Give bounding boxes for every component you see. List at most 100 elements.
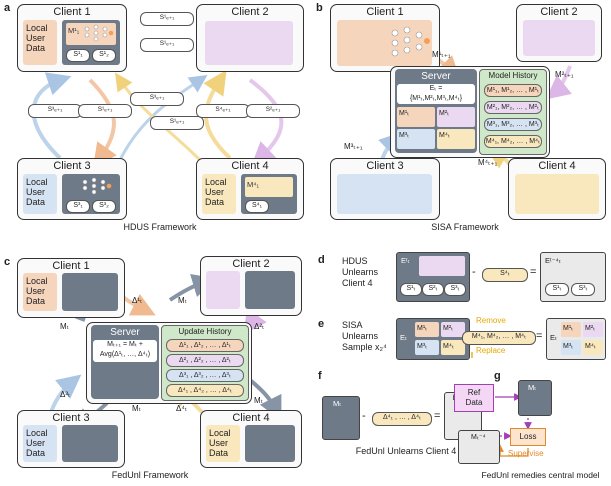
- panel-b-caption: SISA Framework: [431, 222, 499, 232]
- minus-sign: -: [362, 410, 366, 422]
- client-2-data: [205, 21, 293, 65]
- history-row: Δ¹₁ , Δ¹₂ , … , Δ¹ₜ: [166, 339, 244, 352]
- model-label: Mₜ: [528, 383, 537, 392]
- supervise-label: Supervise: [508, 449, 544, 458]
- server-formula: Eₜ ={M¹ₜ,M²ₜ,M³ₜ,M⁴ₜ}: [397, 84, 475, 104]
- client-title: Client 2: [231, 6, 269, 18]
- seed-chip: S²ₜ: [422, 283, 444, 296]
- panel-f-caption: FedUnl Unlearns Client 4: [355, 446, 457, 456]
- delta-chip: Δ⁴₁ , … , Δ⁴ₜ: [372, 412, 432, 426]
- model-label: M¹₁: [68, 26, 80, 35]
- server-formula: Mₜ₊₁ = Mₜ +Avg(Δ¹ₜ, …, Δ⁴ₜ): [93, 340, 157, 362]
- neural-net-icon: [84, 24, 114, 42]
- c-server: Server Mₜ₊₁ = Mₜ +Avg(Δ¹ₜ, …, Δ⁴ₜ) Updat…: [86, 322, 252, 404]
- panel-label-e: e: [318, 318, 325, 330]
- grid-model: M¹ₜ: [415, 322, 439, 337]
- transfer-seed: S³ₑ₊₁: [28, 104, 82, 118]
- transfer-seed: S²ₑ₊₁: [246, 104, 300, 118]
- seed-chip: S³ₜ: [571, 283, 595, 296]
- model-label: Mₜ: [333, 399, 342, 408]
- c-client-2: Client 2: [200, 256, 302, 316]
- c-arrow-label: Mₜ: [178, 296, 188, 305]
- c-arrow-label: Δ³ₜ: [60, 390, 71, 399]
- grid-model: M⁴ₜ: [441, 340, 465, 355]
- history-row: Δ³₁ , Δ³₂ , … , Δ³ₜ: [166, 369, 244, 382]
- client-data: [523, 20, 595, 56]
- client-title: Client 1: [53, 6, 91, 18]
- panel-label-b: b: [316, 2, 323, 14]
- client-title: Client 1: [52, 260, 90, 272]
- client-title: Client 2: [540, 6, 578, 18]
- transfer-seed: S¹ₑ₊₁: [150, 116, 204, 130]
- grid-model: M³ₜ: [561, 340, 581, 355]
- b-arrow-label: M⁴ₜ₊₁: [478, 158, 498, 167]
- equals-sign: =: [530, 266, 537, 278]
- client-data-shards: [515, 174, 599, 214]
- panel-label-g: g: [494, 370, 501, 382]
- b-client-1: Client 1: [330, 4, 440, 72]
- c-arrow-label: Δ¹ₜ: [132, 296, 143, 305]
- client-title: Client 1: [366, 6, 404, 18]
- model-ensemble-box: M⁴₁ S⁴₁: [241, 174, 297, 214]
- client-title: Client 2: [232, 258, 270, 270]
- b-client-2: Client 2: [516, 4, 602, 62]
- model-sequence: M⁴₁, M⁴₂, … , M⁴ₜ: [462, 331, 536, 345]
- local-model: [245, 271, 295, 309]
- f-global-model: Mₜ: [322, 396, 360, 440]
- e-ensemble: Eₜ M¹ₜ M²ₜ M³ₜ M⁴ₜ: [396, 318, 470, 360]
- ensemble-model-2: M²ₜ: [437, 107, 475, 127]
- equals-sign: =: [536, 330, 543, 342]
- local-model: [245, 425, 295, 462]
- b-arrow-label: M³ₜ₊₁: [344, 142, 363, 151]
- grid-model: M²ₜ: [441, 322, 465, 337]
- local-model: [62, 273, 118, 311]
- panel-label-c: c: [4, 256, 11, 268]
- seed-chip: S³ₜ: [444, 283, 466, 296]
- transfer-seed: S³ₑ₊₁: [130, 92, 184, 106]
- seed-chip: S³₂: [92, 200, 116, 213]
- seed-chip: S⁴₁: [245, 200, 269, 213]
- model-ensemble-box: M¹₁ S¹₁ S¹₂: [62, 20, 120, 65]
- local-user-data: [206, 271, 240, 309]
- loss-box: Loss: [510, 428, 546, 446]
- seed-chip: S¹₁: [66, 49, 90, 62]
- remove-label: Remove: [476, 316, 506, 325]
- ensemble-model-4: M⁴ₜ: [437, 129, 475, 149]
- history-row: M³₁, M³₂, … , M³ₜ: [484, 118, 542, 131]
- model-label: M⁴₁: [247, 180, 260, 189]
- e-ensemble-result: Eₜ M¹ₜ M²ₜ M³ₜ M⁴ₜ: [546, 318, 606, 360]
- history-title: Update History: [178, 327, 232, 336]
- model-card: [245, 177, 293, 197]
- model-ensemble-box: S³₁ S³₂: [62, 174, 120, 214]
- d-ensemble: Eᵗₜ S¹ₜ S²ₜ S³ₜ: [396, 252, 470, 302]
- seed-chip: S¹₂: [92, 49, 116, 62]
- client-title: Client 3: [53, 160, 91, 172]
- c-arrow-label: Δ⁴ₜ: [176, 404, 188, 413]
- client-title: Client 4: [231, 160, 269, 172]
- history-row: Δ²₁ , Δ²₂ , … , Δ²ₜ: [166, 354, 244, 367]
- c-arrow-label: Mₜ: [254, 396, 264, 405]
- s4-chip: S⁴ₜ: [482, 268, 528, 282]
- g-biased-model: Mₜ⁻⁴: [458, 430, 500, 464]
- c-arrow-label: Mₜ: [60, 322, 70, 331]
- g-global-model: Mₜ: [518, 380, 552, 416]
- ensemble-label: Eₜ: [400, 333, 408, 342]
- b-client-4: Client 4: [508, 158, 606, 220]
- c-arrow-label: Δ²ₜ: [254, 322, 265, 331]
- ensemble-model-3: M³ₜ: [397, 129, 435, 149]
- panel-a-caption: HDUS Framework: [123, 222, 197, 232]
- client-title: Client 3: [52, 412, 90, 424]
- ensemble-label: Eᵗₜ: [401, 256, 410, 265]
- client-data-shards: [337, 174, 432, 214]
- transfer-seed: S⁴ₑ₊₁: [196, 104, 250, 118]
- local-model: [62, 425, 118, 462]
- grid-model: M¹ₜ: [561, 322, 581, 337]
